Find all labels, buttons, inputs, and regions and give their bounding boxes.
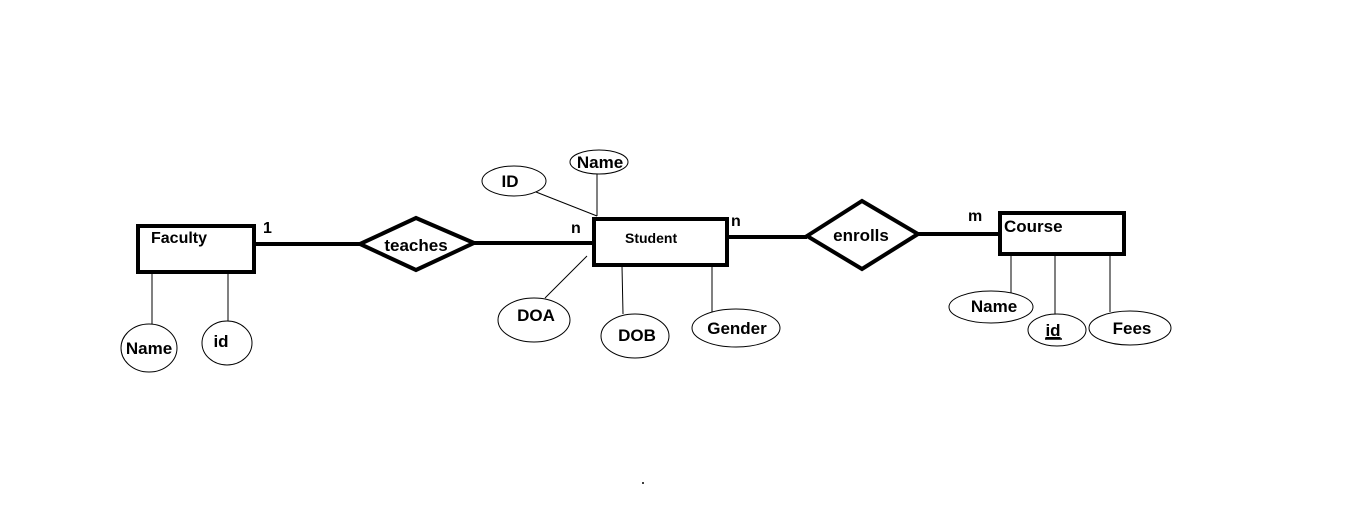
attribute-course-fees-label: Fees — [1113, 319, 1152, 338]
attribute-faculty-name: Name — [120, 323, 178, 373]
cardinality-teaches-student: n — [571, 220, 581, 237]
attribute-course-name-label: Name — [971, 297, 1017, 316]
attribute-student-gender-label: Gender — [707, 319, 767, 338]
attribute-student-id: ID — [481, 165, 547, 197]
attribute-student-gender: Gender — [691, 308, 781, 348]
attribute-course-id-key: id — [1027, 313, 1087, 347]
attribute-student-id-label: ID — [502, 172, 519, 191]
cardinality-faculty-teaches: 1 — [263, 220, 272, 237]
relationship-teaches-label: teaches — [384, 236, 447, 255]
student-dob-link — [621, 265, 624, 315]
cardinality-enrolls-course: m — [968, 208, 982, 225]
attribute-student-name-label: Name — [577, 153, 623, 172]
stray-dot — [642, 482, 644, 484]
attribute-student-doa: DOA — [497, 297, 571, 343]
entity-course-label: Course — [1004, 217, 1063, 236]
attribute-student-doa-label: DOA — [517, 306, 555, 325]
attribute-course-id-label: id — [1045, 321, 1060, 340]
attribute-course-name: Name — [948, 290, 1034, 324]
attribute-course-fees: Fees — [1088, 310, 1172, 346]
entity-student: Student — [592, 217, 729, 267]
entity-faculty: Faculty — [136, 224, 256, 274]
attribute-faculty-id-label: id — [213, 332, 228, 351]
attribute-student-name: Name — [569, 149, 629, 175]
attribute-faculty-id: id — [201, 320, 253, 366]
attribute-faculty-name-label: Name — [126, 339, 172, 358]
student-id-link — [535, 191, 598, 217]
relationship-teaches: teaches — [355, 215, 479, 273]
entity-course: Course — [998, 211, 1126, 256]
entity-faculty-label: Faculty — [151, 230, 207, 247]
entity-student-label: Student — [625, 230, 677, 246]
relationship-enrolls-label: enrolls — [833, 226, 889, 245]
cardinality-student-enrolls: n — [731, 213, 741, 230]
student-doa-link — [544, 255, 588, 299]
relationship-enrolls: enrolls — [803, 198, 922, 272]
attribute-student-dob-label: DOB — [618, 326, 656, 345]
attribute-student-dob: DOB — [600, 313, 670, 359]
